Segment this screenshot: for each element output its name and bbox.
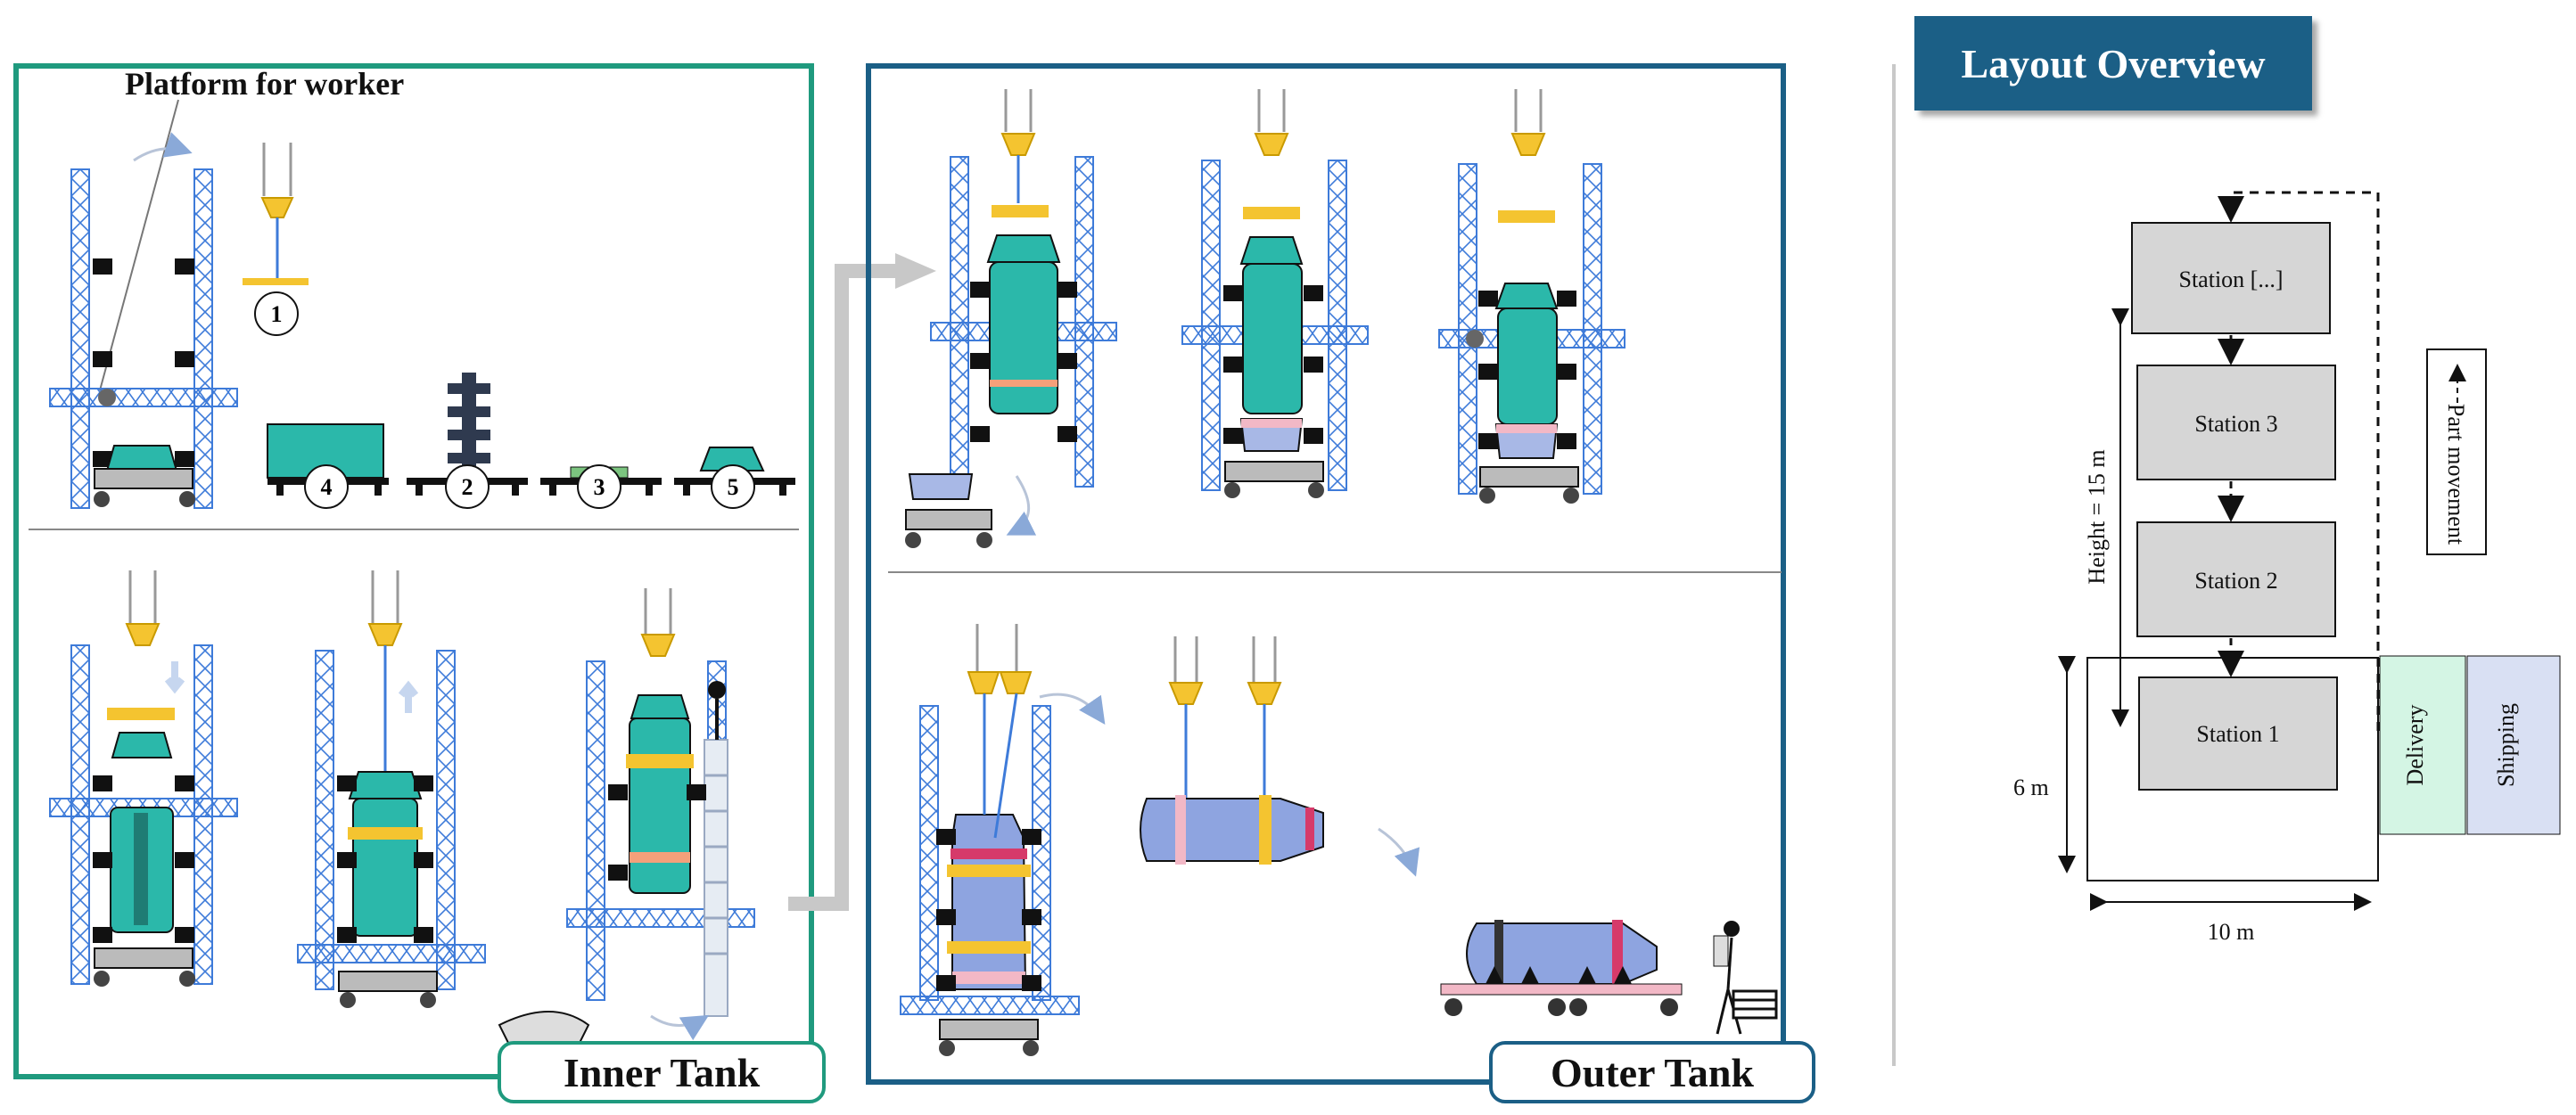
station-box-1: [2138, 676, 2338, 791]
station-label-3: Station 3: [2194, 411, 2277, 437]
inner-station-a: [49, 132, 238, 509]
station-box-2: [2136, 521, 2336, 637]
platform-label: Platform for worker: [125, 66, 404, 102]
delivery-label: Delivery: [2402, 705, 2428, 786]
station-label-1: Station 1: [2196, 721, 2279, 747]
outer-station-1: [905, 89, 1117, 548]
shipping-box: [2466, 655, 2561, 835]
delivery-box: [2379, 655, 2466, 835]
legend-box: [2426, 348, 2487, 555]
platform-pointer: [99, 99, 179, 391]
width-small-label: 6 m: [2013, 775, 2049, 800]
svg-text:2: 2: [462, 474, 473, 500]
layout-overview-title: Layout Overview: [1914, 16, 2312, 111]
outer-transport-trailer: [1440, 920, 1778, 1035]
outer-tank-panel: [866, 63, 1786, 1085]
outer-station-2: [1181, 89, 1369, 498]
svg-text:1: 1: [271, 301, 283, 327]
transfer-arrow: [788, 264, 901, 911]
shipping-label: Shipping: [2493, 703, 2519, 787]
part-number-markers: 1 4 2 3 5: [254, 291, 755, 509]
part-movement-path: [2218, 191, 2380, 731]
layout-plan: [2058, 191, 2561, 911]
inner-station-b: [49, 570, 238, 987]
height-label: Height = 15 m: [2084, 449, 2110, 584]
legend-label: Part movement: [2443, 404, 2469, 545]
outer-tank-tag: Outer Tank: [1489, 1041, 1815, 1103]
station-box-more: [2131, 222, 2331, 334]
inner-station-d: [498, 588, 755, 1058]
svg-text:5: 5: [728, 474, 739, 500]
outer-lifted-tank: [1140, 636, 1420, 877]
svg-text:4: 4: [321, 474, 333, 500]
crane-part-1: [243, 143, 309, 285]
station-label-2: Station 2: [2194, 568, 2277, 594]
inner-tank-tag: Inner Tank: [498, 1041, 826, 1103]
inner-tank-panel: [13, 63, 814, 1079]
width-label: 10 m: [2208, 919, 2255, 945]
svg-text:3: 3: [594, 474, 605, 500]
outer-station-3: [1438, 89, 1625, 504]
inner-station-c: [297, 570, 486, 1008]
outer-station-4: [900, 624, 1106, 1056]
station-label-more: Station [...]: [2179, 266, 2284, 292]
station-box-3: [2136, 365, 2336, 480]
